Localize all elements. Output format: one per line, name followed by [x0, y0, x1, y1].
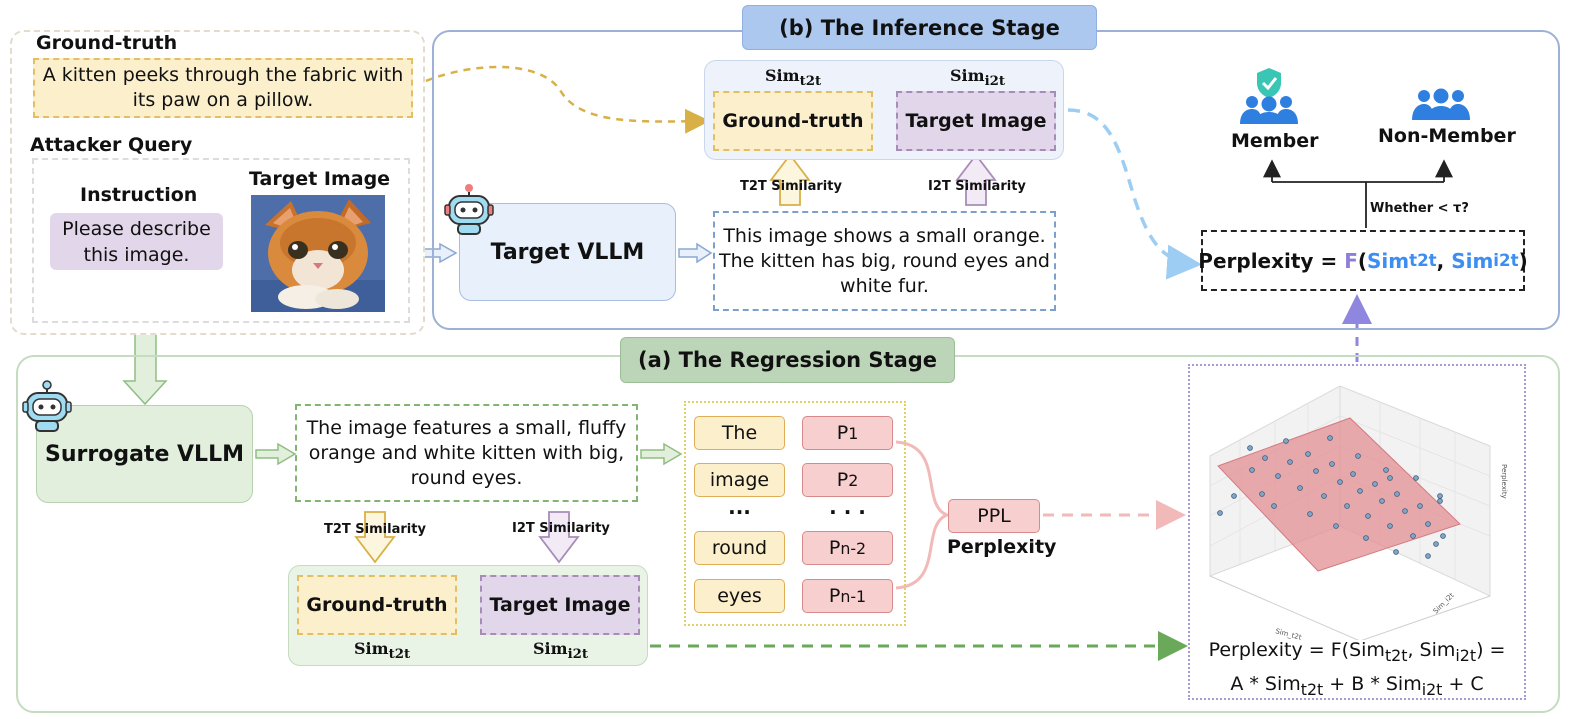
ground-truth-box-bottom: Ground-truth	[297, 575, 457, 635]
regression-formula-line2: A * Simt2t + B * Simi2t + C	[1230, 673, 1484, 699]
target-to-output-arrow	[678, 242, 713, 264]
decision-branch	[1271, 166, 1445, 228]
ground-truth-caption: A kitten peeks through the fabric with i…	[33, 58, 413, 118]
target-image-box-bottom: Target Image	[480, 575, 640, 635]
regression-3d-plot: Sim_t2t Sim_i2t Perplexity	[1209, 385, 1508, 640]
surrogate-to-output-arrow	[255, 442, 297, 466]
sim-to-ppl-arrow	[1067, 108, 1202, 280]
output-to-tokens-arrow	[640, 442, 683, 466]
non-member-label: Non-Member	[1378, 125, 1516, 147]
surrogate-vllm-output: The image features a small, fluffy orang…	[295, 404, 638, 502]
member-group-icon	[1240, 68, 1298, 124]
gt-to-sim-arrow	[413, 65, 710, 134]
i2t-up-arrow-top	[955, 153, 997, 206]
i2t-similarity-label-bottom: I2T Similarity	[512, 521, 610, 536]
regression-formula: Perplexity = F(Simt2t, Simi2t) = A * Sim…	[1190, 639, 1524, 700]
regression-plot-panel	[1188, 364, 1526, 700]
target-image-heading: Target Image	[249, 168, 391, 190]
token-item: round	[694, 531, 785, 565]
sim-t2t-label-top: Simt2t	[765, 66, 822, 90]
prob-brace	[895, 440, 952, 590]
token-item: image	[694, 463, 785, 497]
kitten-photo	[251, 195, 385, 312]
sim-t2t-label-bottom: Simt2t	[354, 639, 411, 663]
robot-icon-top	[444, 184, 494, 235]
token-ellipsis: ···	[728, 500, 751, 524]
token-item: The	[694, 416, 785, 450]
t2t-similarity-label-top: T2T Similarity	[740, 179, 842, 194]
surrogate-vllm-box: Surrogate VLLM	[36, 405, 253, 503]
regression-formula-line1: Perplexity = F(Simt2t, Simi2t) =	[1208, 639, 1506, 665]
ground-truth-heading: Ground-truth	[36, 32, 178, 54]
t2t-up-arrow-top	[769, 153, 811, 206]
regression-stage-title: (a) The Regression Stage	[620, 337, 955, 383]
i2t-similarity-label-top: I2T Similarity	[928, 179, 1026, 194]
instruction-text: Please describe this image.	[50, 213, 223, 270]
ppl-box: PPL	[948, 499, 1040, 533]
non-member-group-icon	[1412, 88, 1470, 120]
attacker-query-heading: Attacker Query	[30, 134, 193, 156]
t2t-similarity-label-bottom: T2T Similarity	[324, 522, 426, 537]
token-probability-area	[684, 401, 906, 626]
member-label: Member	[1231, 130, 1319, 152]
threshold-question: Whether < τ?	[1370, 201, 1469, 216]
i2t-down-arrow-bot	[538, 511, 580, 564]
robot-icon-bottom	[22, 380, 72, 432]
target-vllm-box: Target VLLM	[459, 203, 676, 301]
inference-stage-title: (b) The Inference Stage	[742, 5, 1097, 50]
sim-i2t-label-top: Simi2t	[950, 66, 1006, 90]
target-vllm-output: This image shows a small orange. The kit…	[713, 211, 1056, 311]
sim-i2t-label-bottom: Simi2t	[533, 639, 589, 663]
probability-ellipsis: · · ·	[829, 500, 866, 524]
t2t-down-arrow-bot	[354, 511, 396, 564]
query-to-surrogate-arrow	[122, 327, 168, 406]
perplexity-caption: Perplexity	[947, 536, 1057, 558]
instruction-heading: Instruction	[80, 184, 198, 206]
ground-truth-box-top: Ground-truth	[713, 91, 873, 151]
plot-zlabel: Perplexity	[1500, 464, 1508, 499]
token-item: eyes	[694, 579, 785, 613]
attacker-query-box	[32, 158, 410, 323]
target-image-box-top: Target Image	[896, 91, 1056, 151]
